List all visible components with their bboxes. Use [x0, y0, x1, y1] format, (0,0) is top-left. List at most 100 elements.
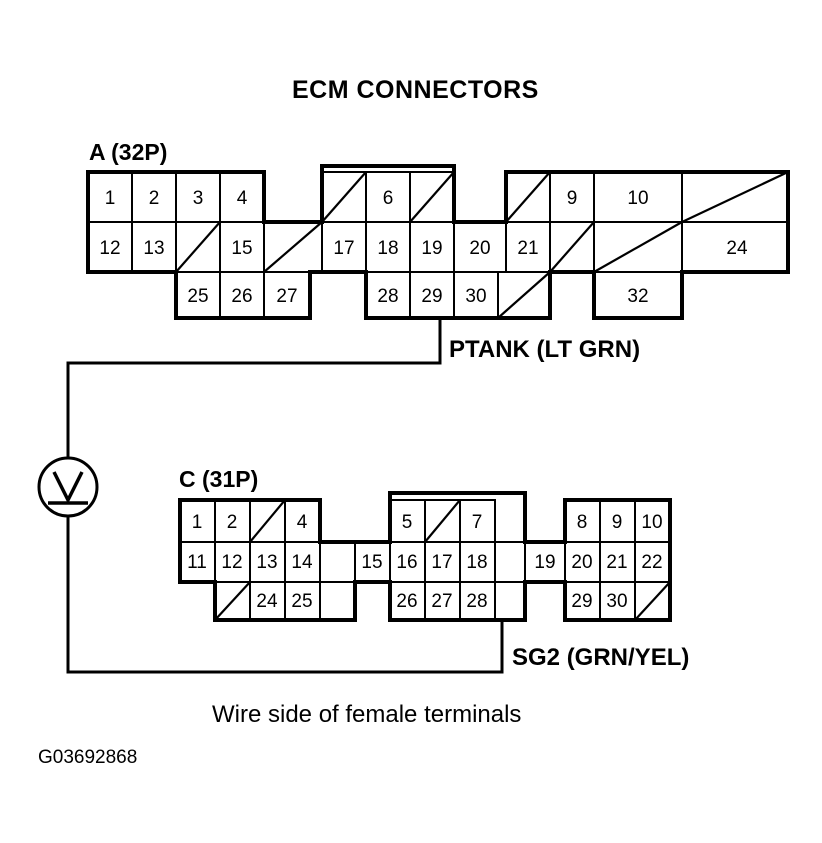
- connector-a-top-segment-left: 1 2 3 4: [87, 171, 265, 223]
- sg2-wire-label: SG2 (GRN/YEL): [512, 644, 689, 671]
- blank-pin-slash: [175, 221, 221, 273]
- pin-number: 17: [431, 552, 452, 573]
- pin-number: 20: [469, 238, 490, 259]
- pin-number: 7: [472, 512, 483, 533]
- pin-number: 27: [431, 591, 452, 612]
- connector-a: A (32P) 1 2 3 4 6: [86, 139, 790, 320]
- pin-cell[interactable]: [284, 581, 321, 621]
- pin-cell[interactable]: [505, 221, 551, 273]
- pin-cell[interactable]: [681, 221, 789, 273]
- voltmeter: [37, 456, 99, 518]
- blank-pin-slash: [497, 271, 551, 319]
- blank-pin-slash: [634, 581, 671, 621]
- connector-c-top-segment-middle: 5 7: [388, 491, 527, 543]
- pin-number: 26: [231, 286, 252, 307]
- pin-number: 1: [105, 188, 116, 209]
- pin-number: 16: [396, 552, 417, 573]
- pin-cell[interactable]: [453, 271, 499, 319]
- pin-cell[interactable]: [599, 581, 636, 621]
- pin-cell[interactable]: [599, 541, 636, 583]
- pin-cell[interactable]: [389, 581, 426, 621]
- pin-cell[interactable]: [249, 541, 286, 583]
- blank-pin-slash: [681, 171, 789, 223]
- ptank-wire-label: PTANK (LT GRN): [449, 336, 640, 363]
- pin-cell[interactable]: [319, 541, 356, 583]
- connector-a-outline: [86, 164, 790, 320]
- pin-number: 15: [231, 238, 252, 259]
- connector-a-bottom-segment-left: 25 26 27: [175, 271, 311, 319]
- pin-cell[interactable]: [131, 221, 177, 273]
- pin-number: 26: [396, 591, 417, 612]
- pin-cell[interactable]: [459, 541, 496, 583]
- blank-pin-slash: [424, 499, 461, 543]
- pin-number: 1: [192, 512, 203, 533]
- figure-id: G03692868: [38, 747, 137, 768]
- pin-number: 29: [421, 286, 442, 307]
- pin-number: 2: [149, 188, 160, 209]
- pin-number: 25: [187, 286, 208, 307]
- pin-number: 4: [237, 188, 248, 209]
- pin-number: 24: [726, 238, 748, 259]
- connector-a-bottom-segment-middle: 28 29 30: [365, 271, 551, 319]
- connector-c-bottom-segment-left: 24 25: [214, 581, 321, 621]
- connector-a-top-segment-middle: 6: [320, 164, 456, 223]
- pin-number: 17: [333, 238, 354, 259]
- pin-cell[interactable]: [321, 221, 367, 273]
- pin-cell[interactable]: [459, 581, 496, 621]
- blank-pin-slash: [214, 581, 251, 621]
- voltmeter-v-glyph: [52, 471, 84, 504]
- pin-number: 28: [377, 286, 398, 307]
- pin-number: 8: [577, 512, 588, 533]
- connector-c-outline: [178, 491, 672, 622]
- pin-number: 18: [466, 552, 487, 573]
- pin-number: 10: [641, 512, 662, 533]
- blank-pin-slash: [409, 171, 455, 223]
- connector-c-top-segment-left: 1 2 4: [179, 499, 321, 543]
- blank-pin-slash: [549, 221, 595, 273]
- pin-number: 30: [606, 591, 627, 612]
- pin-cell[interactable]: [219, 221, 265, 273]
- pin-number: 19: [421, 238, 442, 259]
- connector-c-middle-row: 11 12 13 14 15 16 17 18 19 20 21 22: [179, 541, 671, 583]
- pin-cell[interactable]: [524, 541, 566, 583]
- pin-number: 18: [377, 238, 398, 259]
- pin-number: 27: [276, 286, 297, 307]
- pin-number: 30: [465, 286, 486, 307]
- pin-number: 19: [534, 552, 555, 573]
- pin-cell[interactable]: [593, 171, 683, 223]
- pin-cell[interactable]: [87, 221, 133, 273]
- connector-c-bottom-segment-right: 29 30: [564, 581, 671, 621]
- pin-cell[interactable]: [494, 541, 526, 583]
- pin-number: 29: [571, 591, 592, 612]
- pin-number: 28: [466, 591, 487, 612]
- connector-c-label: C (31P): [179, 466, 258, 492]
- pin-cell[interactable]: [219, 271, 265, 319]
- pin-cell[interactable]: [549, 171, 595, 223]
- connector-a-bottom-segment-right: 32: [593, 271, 683, 319]
- pin-number: 2: [227, 512, 238, 533]
- page-title: ECM CONNECTORS: [292, 76, 539, 104]
- pin-number: 9: [567, 188, 578, 209]
- pin-number: 22: [641, 552, 662, 573]
- connector-c: C (31P) 1 2 4 5 7: [178, 466, 672, 622]
- pin-number: 12: [99, 238, 120, 259]
- pin-number: 20: [571, 552, 592, 573]
- blank-pin-slash: [505, 171, 551, 223]
- voltmeter-body: [37, 456, 99, 518]
- blank-pin-slash: [249, 499, 286, 543]
- pin-number: 3: [193, 188, 204, 209]
- pin-cell[interactable]: [354, 541, 391, 583]
- pin-number: 13: [256, 552, 277, 573]
- pin-number: 6: [383, 188, 394, 209]
- blank-pin-slash: [321, 171, 367, 223]
- sg2-wire: [66, 514, 504, 674]
- connector-c-top-segment-right: 8 9 10: [564, 499, 671, 543]
- pin-number: 9: [612, 512, 623, 533]
- ptank-wire: [66, 316, 442, 460]
- pin-number: 15: [361, 552, 382, 573]
- pin-cell[interactable]: [365, 221, 411, 273]
- pin-number: 12: [221, 552, 242, 573]
- pin-number: 11: [187, 552, 207, 573]
- pin-number: 32: [627, 286, 648, 307]
